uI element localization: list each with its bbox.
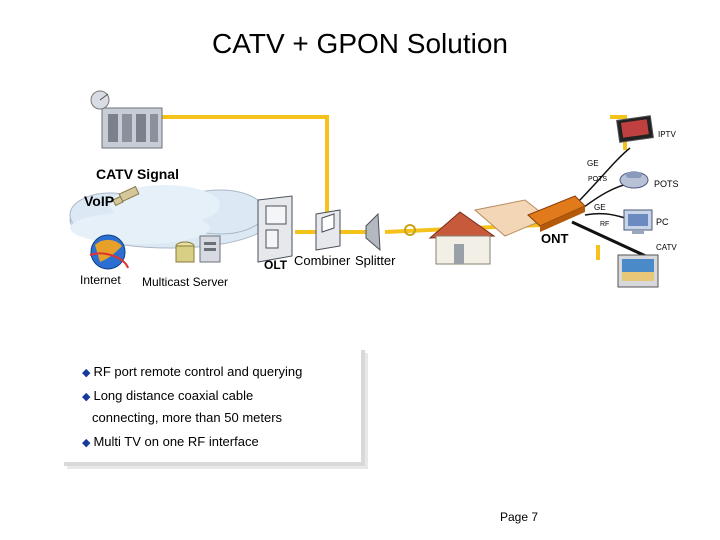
cpe-cables bbox=[571, 147, 651, 260]
label-catv: CATV bbox=[656, 243, 677, 252]
feature-item: ◆RF port remote control and querying bbox=[82, 364, 303, 379]
olt-icon bbox=[257, 195, 293, 263]
feature-item: ◆Long distance coaxial cable bbox=[82, 388, 254, 403]
catv-headend-icon bbox=[90, 90, 163, 149]
home-house-icon bbox=[428, 199, 549, 265]
label-multicast-server: Multicast Server bbox=[142, 275, 229, 289]
label-catv-signal: CATV Signal bbox=[96, 166, 179, 182]
page-number: Page 7 bbox=[500, 510, 539, 524]
diamond-bullet-icon: ◆ bbox=[82, 437, 91, 449]
label-rf: RF bbox=[600, 221, 610, 228]
label-voip: VoIP bbox=[84, 193, 115, 209]
label-olt: OLT bbox=[264, 258, 288, 272]
cable-ge-pc bbox=[584, 212, 626, 219]
label-pots-small: POTS bbox=[588, 176, 608, 183]
multicast-server-icon bbox=[175, 235, 221, 263]
label-internet: Internet bbox=[80, 273, 121, 287]
fiber-catv-to-olt bbox=[140, 115, 329, 218]
feature-item: ◆Multi TV on one RF interface bbox=[82, 434, 259, 449]
internet-globe-icon bbox=[89, 234, 129, 270]
label-combiner: Combiner bbox=[294, 253, 351, 268]
label-iptv: IPTV bbox=[658, 130, 676, 139]
cable-rf bbox=[571, 220, 651, 260]
feature-item-continuation: connecting, more than 50 meters bbox=[92, 410, 283, 425]
iptv-screen-icon bbox=[616, 115, 654, 143]
voip-satellite-icon bbox=[112, 185, 140, 207]
pots-phone-icon bbox=[619, 171, 649, 189]
splitter-icon bbox=[365, 212, 416, 252]
feature-list-box: ◆RF port remote control and querying ◆Lo… bbox=[64, 350, 365, 466]
page-title: CATV + GPON Solution bbox=[212, 28, 508, 59]
combiner-icon bbox=[315, 209, 341, 251]
cable-ge-iptv bbox=[574, 147, 631, 206]
label-ge-top: GE bbox=[587, 159, 599, 168]
diamond-bullet-icon: ◆ bbox=[82, 391, 91, 403]
diamond-bullet-icon: ◆ bbox=[82, 367, 91, 379]
label-ont: ONT bbox=[541, 231, 569, 246]
ont-device-icon bbox=[527, 195, 586, 232]
label-pots: POTS bbox=[654, 179, 679, 189]
label-splitter: Splitter bbox=[355, 253, 396, 268]
cable-pots bbox=[579, 182, 633, 211]
catv-tv-icon bbox=[617, 254, 659, 288]
label-ge-mid: GE bbox=[594, 203, 606, 212]
ip-cloud bbox=[69, 185, 271, 249]
label-pc: PC bbox=[656, 217, 669, 227]
pc-icon bbox=[623, 209, 653, 234]
